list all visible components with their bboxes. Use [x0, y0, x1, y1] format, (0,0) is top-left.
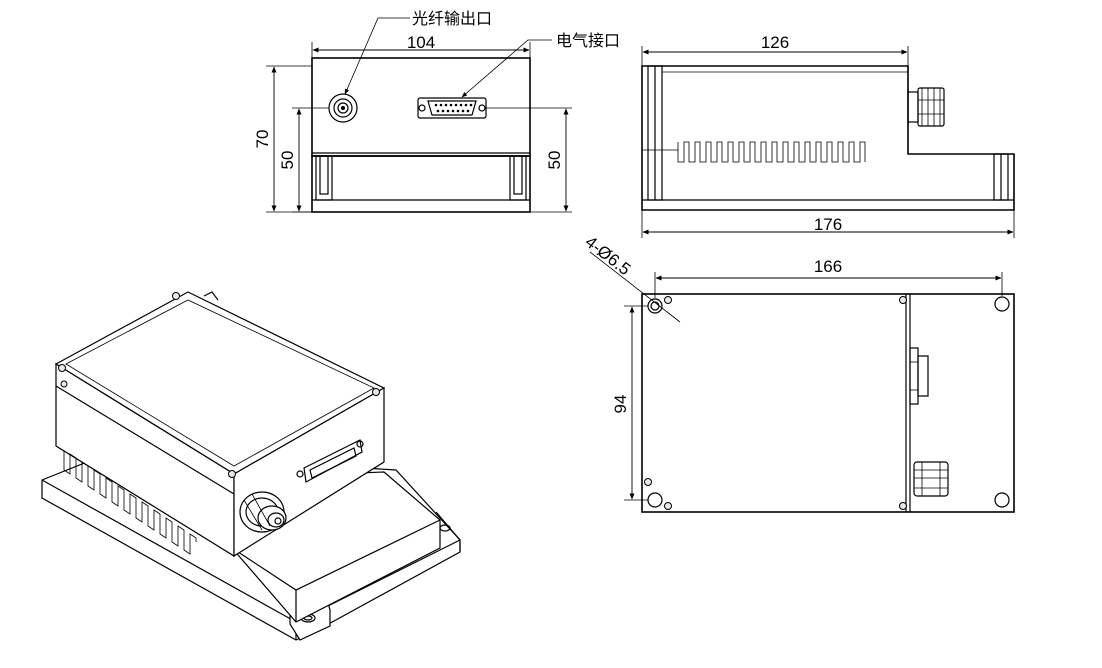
dim-bottom-hole-spacing: 166	[814, 257, 842, 276]
dim-hole-spec: 4-Ø6.5	[582, 232, 635, 279]
fiber-output-leader	[344, 17, 410, 95]
iso-screws	[58, 292, 380, 478]
iso-dsub-icon	[296, 439, 364, 483]
electrical-interface-leader	[461, 39, 552, 98]
dim-front-height-right: 50	[545, 151, 564, 170]
hole-spec-leader	[589, 251, 681, 323]
dim-side-top: 126	[761, 33, 789, 52]
screws	[644, 296, 907, 510]
side-view: 126 176	[641, 33, 1015, 238]
iso-vent-fins	[63, 450, 197, 555]
isometric-view	[41, 291, 461, 641]
front-view: 光纤输出口 电气接口 104 70 50 50	[253, 9, 620, 213]
fiber-connector-icon	[292, 93, 358, 123]
bottom-view: 166 94 4-Ø6.5	[582, 232, 1015, 513]
dim-side-bottom: 176	[814, 215, 842, 234]
cable-gland-icon	[907, 87, 945, 127]
side-outline	[641, 65, 1015, 211]
side-vent-fins	[642, 141, 866, 163]
front-base	[311, 155, 531, 213]
dsub-side-icon	[909, 347, 929, 405]
dsub-connector-icon	[417, 97, 572, 119]
dim-front-height-left: 50	[278, 151, 297, 170]
iso-cable-gland-icon	[239, 491, 287, 533]
cable-gland-bottom-icon	[913, 461, 949, 497]
bottom-outline	[641, 293, 1015, 513]
fiber-output-label: 光纤输出口	[412, 9, 492, 28]
dim-front-height-total: 70	[253, 130, 272, 149]
dim-bottom-height: 94	[611, 395, 630, 414]
electrical-interface-label: 电气接口	[556, 31, 620, 50]
dim-front-width: 104	[407, 33, 435, 52]
mounting-holes	[647, 296, 1010, 508]
